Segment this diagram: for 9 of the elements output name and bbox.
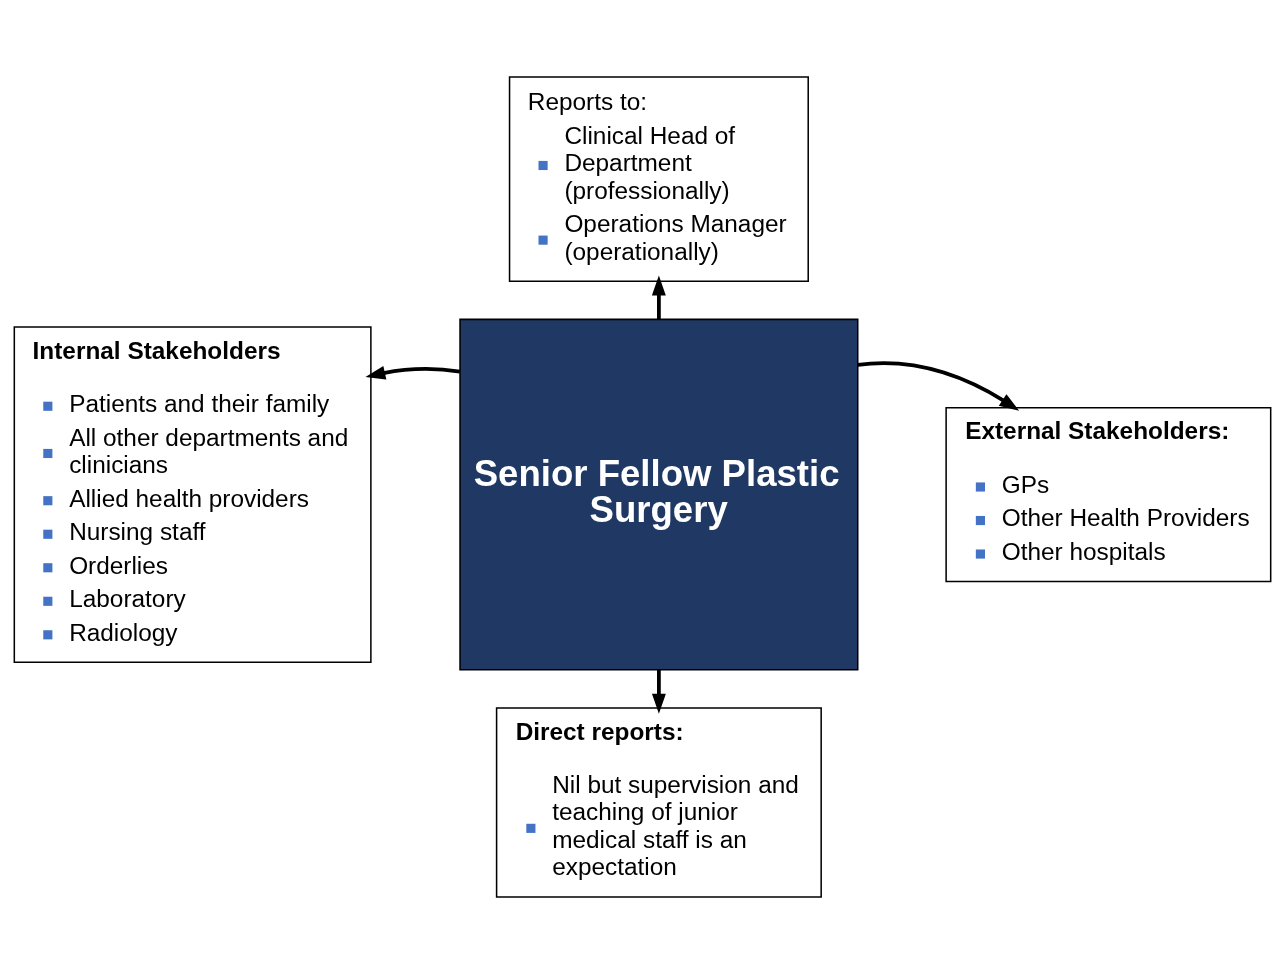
node-box: Senior Fellow Plastic Surgery bbox=[459, 318, 859, 671]
arrow bbox=[857, 360, 1020, 411]
arrow bbox=[651, 275, 666, 319]
node-box: Reports to: Clinical Head of Department (professionally) Operations Manager (operationally) bbox=[508, 75, 809, 282]
arrow bbox=[651, 669, 666, 714]
node-box: External Stakeholders: GPs Other Health Providers Other hospitals bbox=[945, 406, 1272, 582]
node-box: Internal Stakeholders Patients and their family All other departments and clinicians Allied health providers Nursing staff Orderlies Laboratory Radiology bbox=[13, 325, 372, 663]
node-box: Direct reports: Nil but supervision and teaching of junior medical staff is an expectation bbox=[495, 706, 822, 898]
arrow bbox=[365, 365, 461, 380]
